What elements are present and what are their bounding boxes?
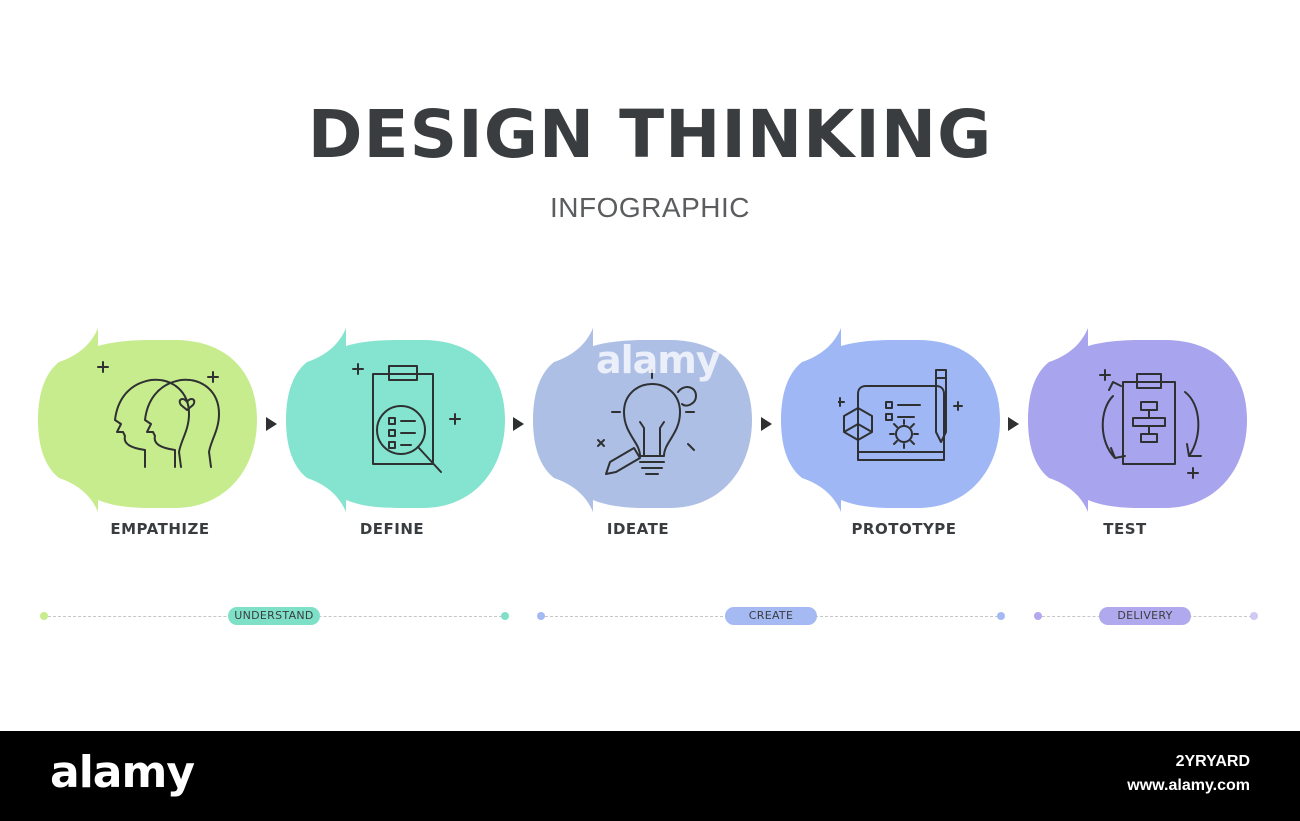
arrow-right-icon [1008, 417, 1019, 431]
page-subtitle: INFOGRAPHIC [550, 192, 750, 223]
stage-shape [533, 328, 752, 512]
clipboard-magnifier-icon [352, 363, 461, 473]
lightbulb-pencil-icon [597, 369, 697, 475]
stage-label-test: TEST [1103, 520, 1147, 538]
footer-logo: alamy [50, 747, 195, 798]
footer-site-link[interactable]: www.alamy.com [1127, 777, 1250, 794]
stage-empathize [35, 320, 275, 520]
stage-label-prototype: PROTOTYPE [851, 520, 957, 538]
stage-test [1025, 320, 1265, 520]
watermark: alamy [596, 338, 721, 382]
phase-dot-start [537, 612, 545, 620]
stage-label-empathize: EMPATHIZE [110, 520, 210, 538]
stage-blob [1028, 328, 1247, 512]
stage-ideate [530, 320, 770, 520]
stage-blob [38, 328, 257, 512]
stage-shape [1028, 328, 1247, 512]
arrow-right-icon [266, 417, 277, 431]
stage-label-define: DEFINE [359, 520, 425, 538]
phase-dot-end [501, 612, 509, 620]
phase-pill-understand: UNDERSTAND [228, 607, 320, 625]
stage-prototype [778, 320, 1018, 520]
arrow-right-icon [513, 417, 524, 431]
footer-bar: alamy 2YRYARD www.alamy.com [0, 731, 1300, 821]
stage-label-ideate: IDEATE [606, 520, 670, 538]
stage-shape [38, 328, 257, 512]
phase-pill-create: CREATE [725, 607, 817, 625]
page-title: DESIGN THINKING [307, 96, 993, 173]
footer-image-id: 2YRYARD [1175, 753, 1250, 770]
phase-dot-start [1034, 612, 1042, 620]
stage-blob [533, 328, 752, 512]
phase-dot-start [40, 612, 48, 620]
phase-pill-delivery: DELIVERY [1099, 607, 1191, 625]
phase-dot-end [1250, 612, 1258, 620]
empathy-heads-icon [97, 361, 220, 468]
arrow-right-icon [761, 417, 772, 431]
stage-define [283, 320, 523, 520]
clipboard-cycle-icon [1099, 369, 1202, 479]
blueprint-pencil-gear-icon [838, 369, 963, 461]
phase-dot-end [997, 612, 1005, 620]
